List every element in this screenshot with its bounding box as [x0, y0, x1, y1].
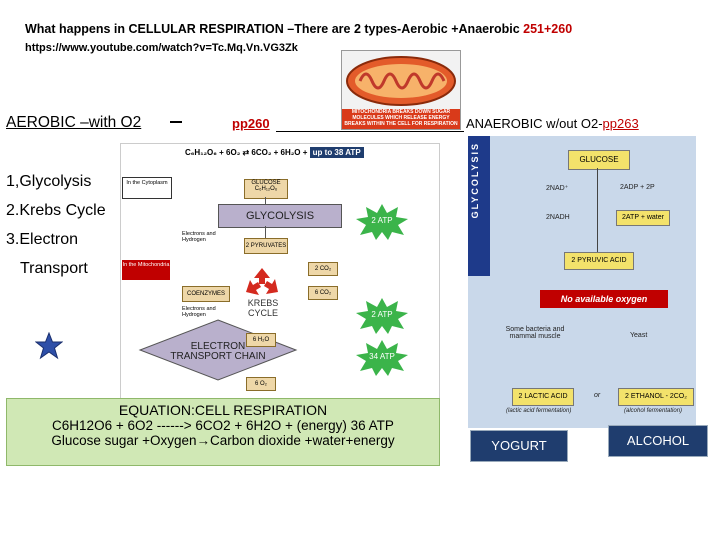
glycolysis-side-label: GLYCOLYSIS: [470, 142, 480, 219]
no-oxygen-banner: No available oxygen: [540, 290, 668, 308]
equation-formula: C6H12O6 + 6O2 ------> 6CO2 + 6H2O + (ene…: [52, 418, 394, 433]
atp-1: 2 ATP: [371, 216, 393, 225]
o2-box: 6 O₂: [246, 377, 276, 391]
underline-rule: [276, 131, 464, 132]
electrons-label-1: Electrons and Hydrogen: [182, 231, 216, 243]
step-electron: 3.Electron: [6, 231, 79, 248]
anaerobic-glucose-box: GLUCOSE: [568, 150, 630, 170]
anaerobic-pages: pp263: [602, 116, 639, 131]
equation-title: EQUATION:CELL RESPIRATION: [118, 402, 328, 418]
heading-dash: [170, 121, 182, 123]
recycle-icon: [244, 266, 280, 302]
equation-words: Glucose sugar +Oxygen→Carbon dioxide +wa…: [51, 433, 395, 448]
mitochondria-image: MITOCHONDRIA BREAKS DOWN SUGAR MOLECULES…: [341, 50, 461, 130]
lactic-sub: (lactic acid fermentation): [506, 408, 572, 414]
nad-label: 2NAD⁺: [546, 185, 569, 192]
video-link[interactable]: https://www.youtube.com/watch?v=Tc.Mq.Vn…: [25, 42, 298, 54]
equation-box: EQUATION:CELL RESPIRATION C6H12O6 + 6O2 …: [6, 398, 440, 466]
electrons-label-2: Electrons and Hydrogen: [182, 306, 216, 318]
diagram-equation: C₆H₁₂O₆ + 6O₂ ⇄ 6CO₂ + 6H₂O + up to 38 A…: [185, 147, 364, 158]
step-krebs: 2.Krebs Cycle: [6, 202, 106, 219]
atp-3: 34 ATP: [369, 352, 395, 361]
pyruvic-acid-box: 2 PYRUVIC ACID: [564, 252, 634, 270]
yeast-label: Yeast: [630, 332, 648, 339]
yogurt-button[interactable]: YOGURT: [470, 430, 568, 462]
co2-box-2: 6 CO₂: [308, 286, 338, 300]
step-transport: Transport: [20, 260, 88, 277]
mitochondria-illustration: [346, 56, 456, 106]
glucose-box: GLUCOSE C₆H₁₂O₆: [244, 179, 288, 199]
aerobic-heading: AEROBIC –with O2: [6, 114, 142, 131]
krebs-label: KREBS CYCLE: [247, 298, 279, 318]
title-pages: 251+260: [523, 22, 573, 36]
pyruvates-box: 2 PYRUVATES: [244, 238, 288, 254]
atp-total: up to 38 ATP: [309, 147, 364, 158]
lactic-acid-box: 2 LACTIC ACID: [512, 388, 574, 406]
cytoplasm-label: In the Cytoplasm: [122, 177, 172, 199]
coenzymes-box: COENZYMES: [182, 286, 230, 302]
connector: [265, 197, 266, 204]
atp-starburst-icon: [356, 204, 408, 240]
h2o-box: 6 H₂O: [246, 333, 276, 347]
anaerobic-connector: [597, 168, 598, 252]
anaerobic-diagram: [468, 136, 696, 428]
ethanol-sub: (alcohol fermentation): [624, 408, 683, 414]
atp-2: 2 ATP: [371, 310, 393, 319]
step-glycolysis: 1,Glycolysis: [6, 173, 92, 190]
atp-water-box: 2ATP + water: [616, 210, 670, 226]
glycolysis-sidebar: [468, 136, 490, 276]
adp-label: 2ADP + 2P: [620, 184, 655, 191]
connector: [265, 226, 266, 238]
mitochondria-caption: MITOCHONDRIA BREAKS DOWN SUGAR MOLECULES…: [342, 109, 460, 129]
nadh-label: 2NADH: [546, 214, 570, 221]
mitochondria-label: In the Mitochondria: [122, 260, 170, 280]
alcohol-button[interactable]: ALCOHOL: [608, 425, 708, 457]
co2-box-1: 2 CO₂: [308, 262, 338, 276]
arrow-right-icon: →: [196, 433, 211, 448]
ethanol-box: 2 ETHANOL - 2CO₂: [618, 388, 694, 406]
page-title: What happens in CELLULAR RESPIRATION –Th…: [25, 22, 573, 36]
anaerobic-heading: ANAEROBIC w/out O2-pp263: [466, 116, 639, 131]
atp-starburst-icon: [356, 298, 408, 334]
etc-label: ELECTRON TRANSPORT CHAIN: [170, 341, 266, 362]
or-label: or: [594, 392, 601, 399]
aerobic-pages: pp260: [232, 116, 270, 131]
glycolysis-box: GLYCOLYSIS: [218, 204, 342, 228]
atp-starburst-icon: [356, 340, 408, 376]
star-icon: [35, 332, 63, 360]
bacteria-label: Some bacteria and mammal muscle: [505, 326, 565, 340]
